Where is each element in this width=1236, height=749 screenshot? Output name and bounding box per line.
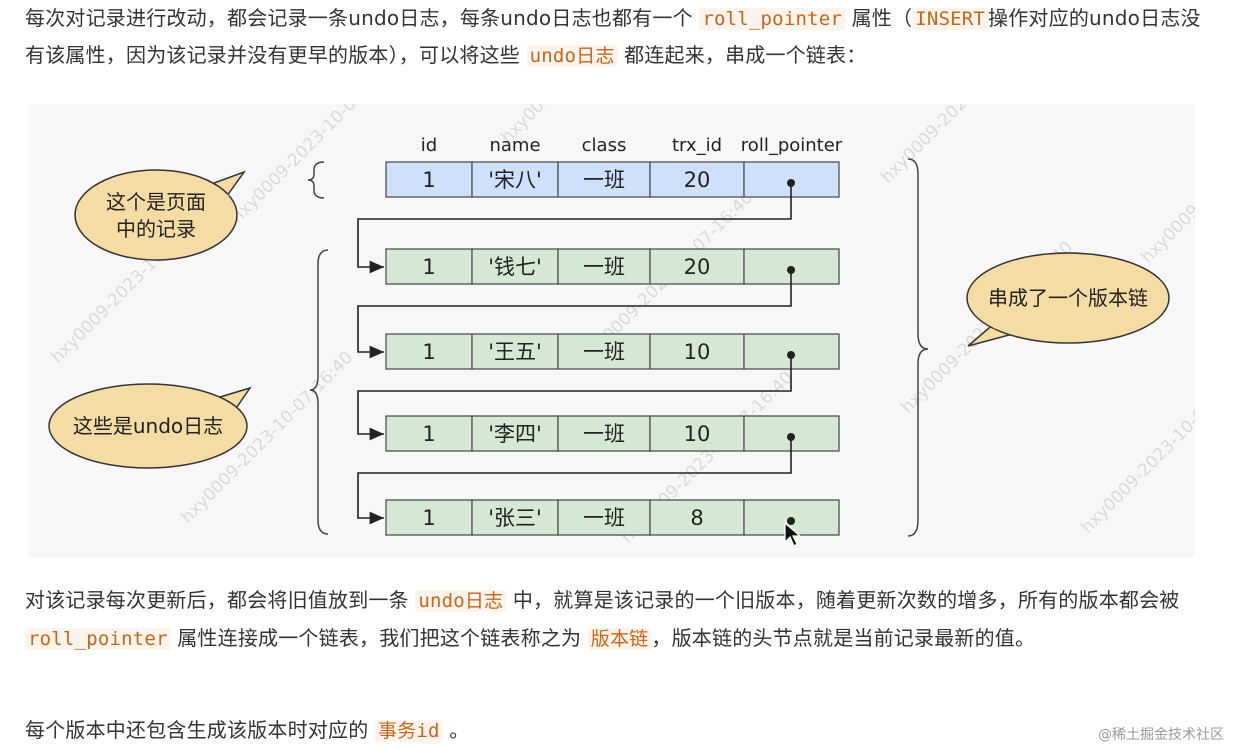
explanation-text-2: 中，就算是该记录的一个旧版本，随着更新次数的增多，所有的版本都会被 [512,588,1180,612]
explanation-text-1: 对该记录每次更新后，都会将旧值放到一条 [25,588,409,612]
roll-pointer-link [357,183,792,274]
watermark-text: hxy0009-2023-10-07-16:40 [1137,104,1195,268]
row-cell [557,415,651,452]
undo-logs-brace [309,249,329,535]
column-header-name: name [489,135,540,156]
cell-id: 1 [422,506,435,530]
intro-text-3: 操作对应的undo日志没有该属性，因为该记录并没有更早的版本），可以将这些 [25,6,1201,67]
intro-text-1: 每次对记录进行改动，都会记录一条undo日志，每条undo日志也都有一个 [25,6,693,30]
roll-pointer-code: roll_pointer [699,8,846,30]
row-cell [471,248,559,285]
intro-paragraph: 每次对记录进行改动，都会记录一条undo日志，每条undo日志也都有一个 rol… [25,0,1214,74]
pointer-links [357,183,792,525]
undo-logs-callout: 这些是undo日志 [48,383,252,469]
mouse-cursor-icon [784,522,802,547]
cell-trx-id: 20 [684,255,711,279]
version-chain-brace [907,158,929,537]
intro-text-2: 属性（ [851,6,913,30]
cell-trx-id: 20 [684,168,711,192]
roll-pointer-link [357,437,792,525]
cell-name: '王五' [488,340,542,364]
cell-class: 一班 [583,255,625,279]
column-header-id: id [421,135,437,156]
record-rows: 1 '宋八' 一班 20 1 '钱七' 一班 20 1 '王五' 一班 10 1 '李四' 一班 10 1 '张三… [385,161,840,536]
roll-pointer-link [357,270,792,359]
row-cell [649,333,745,370]
row-cell [471,499,559,536]
cell-id: 1 [422,422,435,446]
undo-log-code-2: undo日志 [415,590,507,612]
transaction-text-1: 每个版本中还包含生成该版本时对应的 [25,718,369,742]
cell-class: 一班 [583,422,625,446]
explanation-paragraph: 对该记录每次更新后，都会将旧值放到一条 undo日志 中，就算是该记录的一个旧版… [25,582,1214,658]
watermark-text: hxy0009-2023-10-07-16:40 [227,104,407,228]
explanation-text-4: ，版本链的头节点就是当前记录最新的值。 [651,626,1036,650]
row-cell [385,499,473,536]
cell-name: '宋八' [488,168,542,192]
column-header-class: class [582,135,627,156]
row-cell [385,161,473,198]
transaction-paragraph: 每个版本中还包含生成该版本时对应的 事务id 。 [25,712,1214,749]
version-chain-diagram: hxy0009-2023-10-07-16:40 hxy0009-2023-10-… [47,0,1236,548]
watermark-text: hxy0009-2023-10-07-16:40 [1077,358,1195,538]
cell-name: '张三' [488,506,542,530]
cell-name: '李四' [488,422,542,446]
row-cell [471,333,559,370]
watermark-text: hxy0009-2023-10-07-16:40 [877,104,1057,188]
undo-log-row: 1 '李四' 一班 10 [385,415,840,452]
row-cell [385,333,473,370]
version-chain-code: 版本链 [587,628,652,650]
site-watermark: @稀土掘金技术社区 [1098,727,1224,743]
cell-trx-id: 8 [690,506,703,530]
column-header-roll-pointer: roll_pointer [741,135,843,156]
row-cell [557,248,651,285]
page-record-callout-line-2: 中的记录 [116,217,196,241]
column-headers: id name class trx_id roll_pointer [421,135,843,156]
row-cell [649,499,745,536]
version-chain-callout: 串成了一个版本链 [966,252,1170,347]
cell-class: 一班 [583,340,625,364]
transaction-text-2: 。 [449,718,470,742]
insert-code: INSERT [912,8,989,30]
page-record-row: 1 '宋八' 一班 20 [385,161,840,198]
undo-log-row: 1 '王五' 一班 10 [385,333,840,370]
intro-text-4: 都连起来，串成一个链表： [624,43,867,67]
row-cell [649,248,745,285]
page-record-brace [307,161,325,199]
undo-log-row: 1 '钱七' 一班 20 [385,248,840,285]
transaction-id-code: 事务id [374,720,443,742]
row-cell [471,415,559,452]
undo-logs-callout-text: 这些是undo日志 [73,414,223,438]
row-cell [471,161,559,198]
page-record-callout: 这个是页面 中的记录 [74,169,247,261]
row-cell [557,499,651,536]
row-cell [557,161,651,198]
roll-pointer-code-2: roll_pointer [25,628,171,650]
undo-log-row: 1 '张三' 一班 8 [385,499,840,536]
undo-log-code: undo日志 [526,45,618,67]
row-cell [385,248,473,285]
version-chain-callout-text: 串成了一个版本链 [988,286,1148,310]
cell-id: 1 [422,168,435,192]
page-record-callout-line-1: 这个是页面 [106,190,206,214]
roll-pointer-link [357,355,792,441]
column-header-trx-id: trx_id [672,135,722,156]
cell-id: 1 [422,255,435,279]
row-cell [649,161,745,198]
cell-class: 一班 [583,168,625,192]
explanation-text-3: 属性连接成一个链表，我们把这个链表称之为 [177,626,582,650]
roll-pointer-dot [787,517,795,525]
cell-id: 1 [422,340,435,364]
cell-trx-id: 10 [684,340,711,364]
version-chain-figure: hxy0009-2023-10-07-16:40 hxy0009-2023-10-… [28,0,1236,558]
cell-class: 一班 [583,506,625,530]
cell-name: '钱七' [488,255,542,279]
cell-trx-id: 10 [684,422,711,446]
